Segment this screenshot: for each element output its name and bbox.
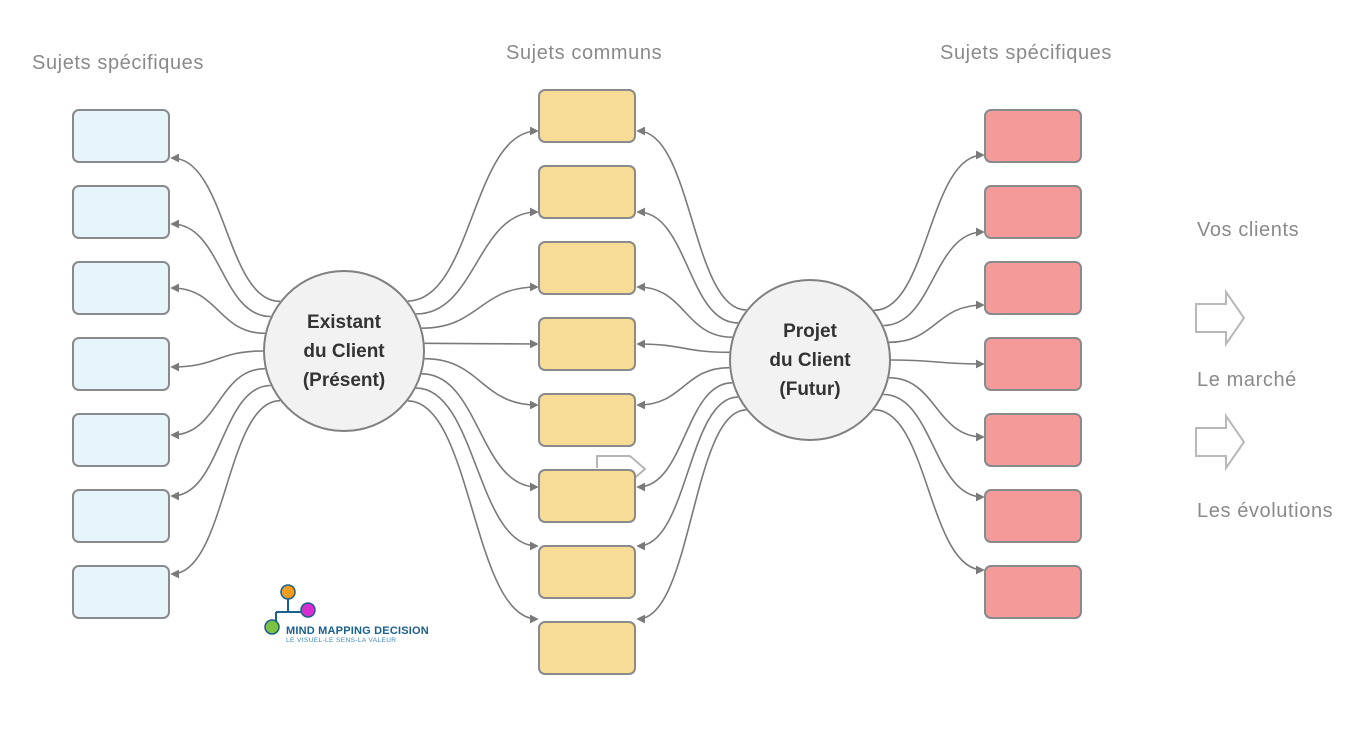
connector-present-to-left (170, 384, 271, 501)
connector-future-to-common (636, 282, 733, 339)
connector-present-to-left (170, 399, 281, 579)
right-topic-box (984, 413, 1082, 467)
connector-present-to-left (170, 153, 281, 303)
hub-future-line2: du Client (769, 349, 851, 371)
connector-present-to-left (170, 350, 264, 372)
bracket-connector (596, 455, 630, 468)
left-topic-box (72, 413, 170, 467)
logo-tagline: LE VISUEL-LE SENS-LA VALEUR (286, 637, 397, 644)
label-les-evolutions: Les évolutions (1197, 500, 1334, 522)
connector-present-to-left (170, 219, 271, 318)
common-topic-box (538, 165, 636, 219)
connector-future-to-common (636, 366, 730, 410)
connector-future-to-common (636, 207, 738, 324)
connector-present-to-common (416, 387, 539, 551)
common-topic-box (538, 241, 636, 295)
hub-present-line3: (Présent) (302, 369, 386, 391)
logo-graphic (264, 584, 316, 635)
heading-left: Sujets spécifiques (32, 52, 205, 74)
connector-future-to-right (890, 359, 985, 369)
connector-present-to-common (424, 357, 539, 410)
common-topic-box (538, 621, 636, 675)
heading-middle: Sujets communs (506, 42, 663, 64)
connector-future-to-right (873, 408, 985, 575)
connector-present-to-common (424, 339, 539, 349)
hub-present-line1: Existant (307, 311, 381, 333)
connector-present-to-common (416, 207, 539, 315)
left-topic-box (72, 261, 170, 315)
connector-present-to-left (170, 367, 265, 440)
left-topic-box (72, 109, 170, 163)
connector-present-to-common (421, 372, 539, 492)
right-topic-box (984, 185, 1082, 239)
right-topic-box (984, 489, 1082, 543)
label-vos-clients: Vos clients (1197, 219, 1300, 241)
right-topic-box (984, 565, 1082, 619)
logo-name: MIND MAPPING DECISION (286, 625, 429, 637)
connector-future-to-right (889, 376, 985, 442)
connector-present-to-common (421, 282, 539, 330)
outline-arrow-1 (1195, 288, 1246, 348)
heading-right: Sujets spécifiques (940, 42, 1113, 64)
connector-future-to-common (636, 409, 747, 624)
connector-future-to-common (636, 381, 733, 492)
common-topic-box (538, 89, 636, 143)
connector-future-to-right (883, 227, 985, 327)
hub-present-line2: du Client (303, 340, 385, 362)
common-topic-box (538, 469, 636, 523)
common-topic-box (538, 545, 636, 599)
connector-future-to-common (636, 339, 730, 354)
left-topic-box (72, 185, 170, 239)
connector-present-to-common (407, 400, 539, 624)
connector-future-to-common (636, 396, 738, 551)
left-topic-box (72, 489, 170, 543)
common-topic-box (538, 317, 636, 371)
hub-future: Projet du Client (Futur) (729, 279, 891, 441)
connector-future-to-right (889, 300, 985, 344)
label-le-marche: Le marché (1197, 369, 1297, 391)
connector-present-to-left (170, 283, 265, 335)
connector-future-to-right (873, 150, 985, 312)
hub-future-line1: Projet (783, 320, 837, 342)
right-topic-box (984, 261, 1082, 315)
right-topic-box (984, 337, 1082, 391)
connector-future-to-right (883, 393, 985, 502)
left-topic-box (72, 337, 170, 391)
hub-present: Existant du Client (Présent) (263, 270, 425, 432)
connector-present-to-common (407, 126, 539, 302)
hub-future-line3: (Futur) (779, 378, 841, 400)
left-topic-box (72, 565, 170, 619)
common-topic-box (538, 393, 636, 447)
connector-future-to-common (636, 126, 747, 311)
right-topic-box (984, 109, 1082, 163)
outline-arrow-2 (1195, 412, 1246, 472)
